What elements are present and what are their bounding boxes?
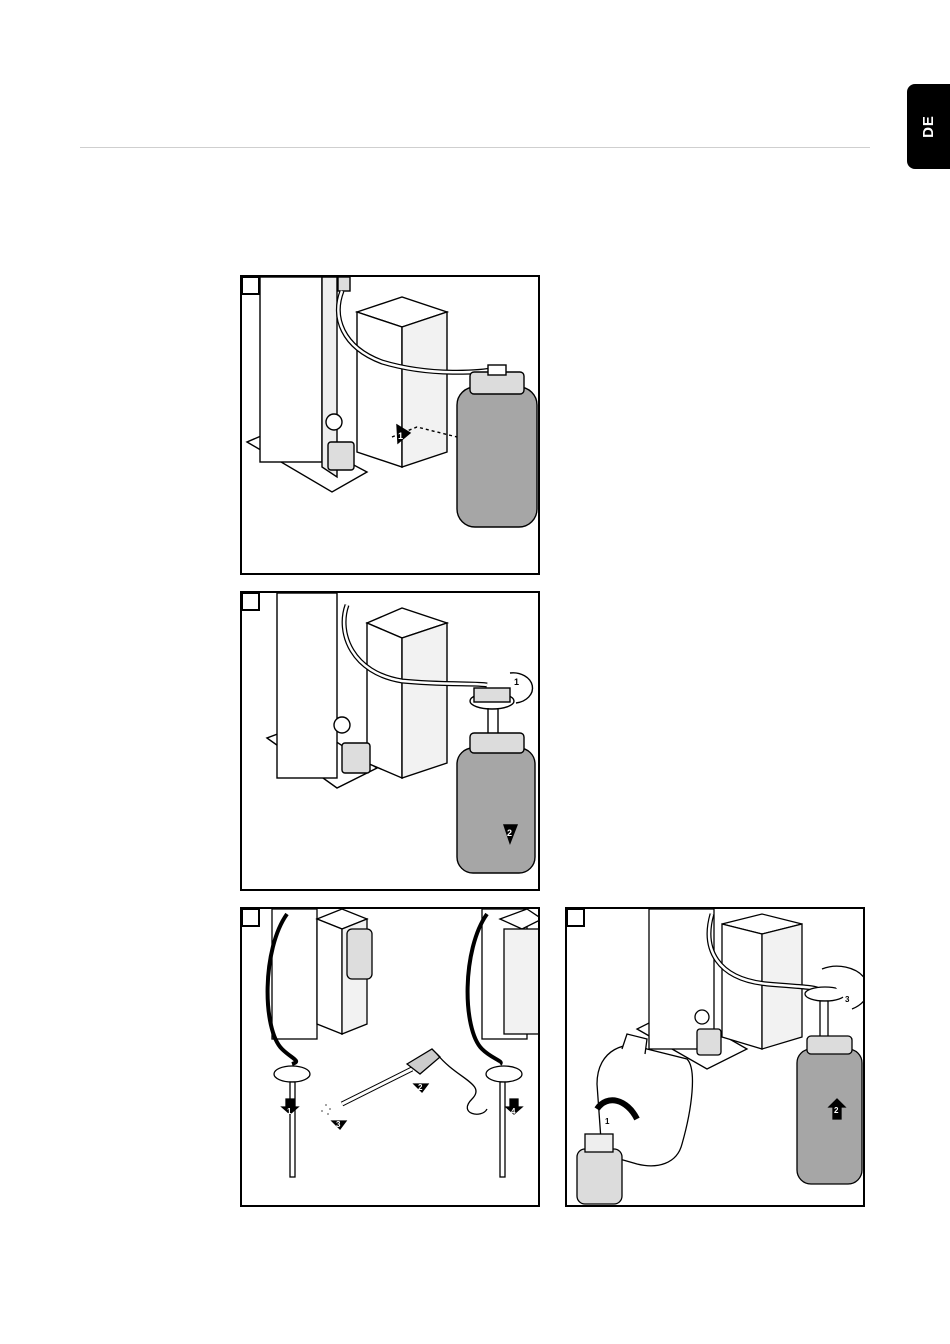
illustration-refill-bottle: 1 2 3 xyxy=(567,909,865,1207)
step-3-marker-1: 1 xyxy=(287,1107,292,1116)
step-4-marker-3: 3 xyxy=(845,995,850,1004)
illustration-remove-bottle: 1 xyxy=(242,277,540,575)
step-checkbox xyxy=(241,276,260,295)
step-1-marker: 1 xyxy=(398,431,403,441)
figure-panel-2: 1 2 xyxy=(240,591,540,891)
illustration-clean-suction-tube: 1 2 3 4 xyxy=(242,909,540,1207)
header-rule xyxy=(80,147,870,148)
language-tab: DE xyxy=(907,84,950,169)
step-2-marker-1: 1 xyxy=(514,677,519,687)
illustration-unscrew-lid: 1 2 xyxy=(242,593,540,891)
step-3-marker-3: 3 xyxy=(336,1120,341,1129)
step-2-marker-2: 2 xyxy=(507,828,512,838)
step-3-marker-2: 2 xyxy=(418,1083,423,1092)
figure-panel-4: 1 2 3 xyxy=(565,907,865,1207)
step-3-marker-4: 4 xyxy=(511,1107,516,1116)
step-checkbox xyxy=(241,908,260,927)
figure-panel-3: 1 2 3 4 xyxy=(240,907,540,1207)
step-checkbox xyxy=(241,592,260,611)
step-4-marker-1: 1 xyxy=(605,1117,610,1126)
step-checkbox xyxy=(566,908,585,927)
figure-panel-1: 1 xyxy=(240,275,540,575)
language-tab-label: DE xyxy=(920,115,937,138)
step-4-marker-2: 2 xyxy=(834,1106,839,1115)
